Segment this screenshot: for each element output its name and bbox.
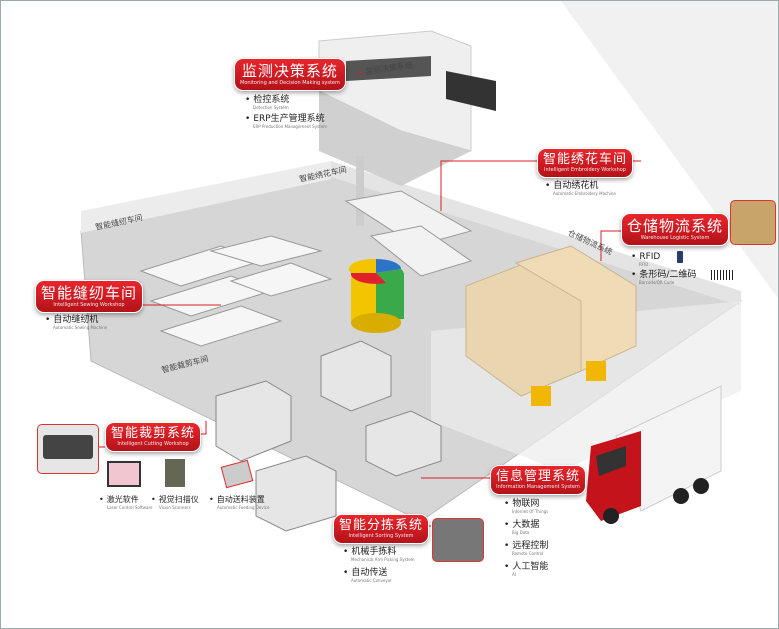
truck (586, 385, 722, 524)
callout-title: 智能缝纫车间 (41, 284, 138, 302)
embroidery-workshop-callout: 智能绣花车间 Intelligent Embroidery Workshop (537, 148, 634, 178)
cutting-machine-image (37, 424, 99, 474)
monitoring-room-pillar (356, 156, 364, 226)
callout-title: 信息管理系统 (496, 469, 581, 484)
video-wall (346, 56, 431, 81)
callout-title: 监测决策系统 (241, 62, 338, 80)
rfid-reader-icon (677, 251, 683, 263)
forklifts (531, 361, 606, 406)
callout-subtitle: Monitoring and Decision Making system (240, 80, 340, 86)
callout-subtitle: Warehouse Logistic System (640, 235, 710, 241)
callout-title: 智能绣花车间 (543, 152, 628, 167)
callout-subtitle: Intelligent Sorting System (348, 533, 414, 539)
callout-subtitle: Information Management System (496, 484, 580, 490)
video-wall-right (446, 71, 496, 111)
warehouse-shelves (465, 245, 637, 397)
cardboard-box-image (730, 200, 776, 245)
embroidery-machines (344, 190, 473, 277)
callout-subtitle: Intelligent Sewing Workshop (53, 302, 125, 308)
warehouse-system-callout: 仓储物流系统 Warehouse Logistic System (621, 213, 730, 246)
callout-subtitle: Intelligent Embroidery Workshop (544, 167, 626, 173)
barcode-icon (711, 270, 733, 280)
cutting-system-callout: 智能裁剪系统 Intelligent Cutting Workshop (105, 422, 202, 452)
pie-cylinder (348, 258, 404, 333)
sewing-workshop-callout: 智能缝纫车间 Intelligent Sewing Workshop (35, 280, 144, 313)
sewing-stations (139, 235, 333, 347)
monitoring-system-callout: 监测决策系统 Monitoring and Decision Making sy… (234, 58, 346, 91)
callout-subtitle: Intelligent Cutting Workshop (117, 441, 189, 447)
vision-scanner-image (165, 459, 185, 487)
callout-title: 智能裁剪系统 (111, 426, 196, 441)
robot-arm-image (432, 518, 484, 562)
monitor-software-icon (107, 461, 141, 487)
cutting-machines (215, 340, 442, 532)
callout-title: 仓储物流系统 (627, 217, 724, 235)
callout-title: 智能分拣系统 (339, 518, 424, 533)
back-wall-left (81, 161, 331, 233)
sorting-system-callout: 智能分拣系统 Intelligent Sorting System (333, 514, 430, 544)
info-system-callout: 信息管理系统 Information Management System (490, 465, 587, 495)
